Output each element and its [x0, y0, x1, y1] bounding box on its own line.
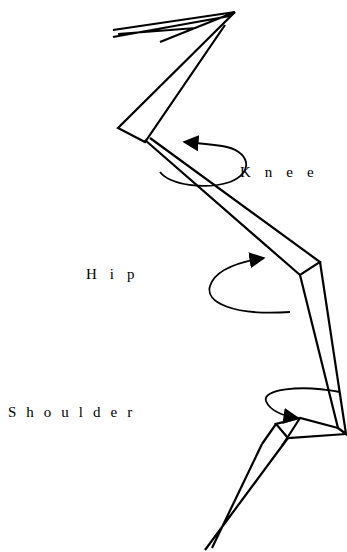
joint-label: Knee — [240, 165, 328, 180]
hip-angle-arc — [209, 258, 290, 313]
knee-angle-arc — [160, 172, 230, 186]
joint-label: Shoulder — [8, 405, 142, 420]
knee-angle-arc — [184, 142, 246, 182]
head-upper-arm — [276, 418, 346, 438]
torso — [300, 262, 346, 434]
head — [262, 418, 300, 446]
shoulder-angle-arc — [266, 388, 340, 418]
thigh — [145, 138, 320, 275]
shank — [118, 12, 235, 142]
forearm — [205, 438, 288, 550]
joint-label: Hip — [86, 267, 148, 282]
